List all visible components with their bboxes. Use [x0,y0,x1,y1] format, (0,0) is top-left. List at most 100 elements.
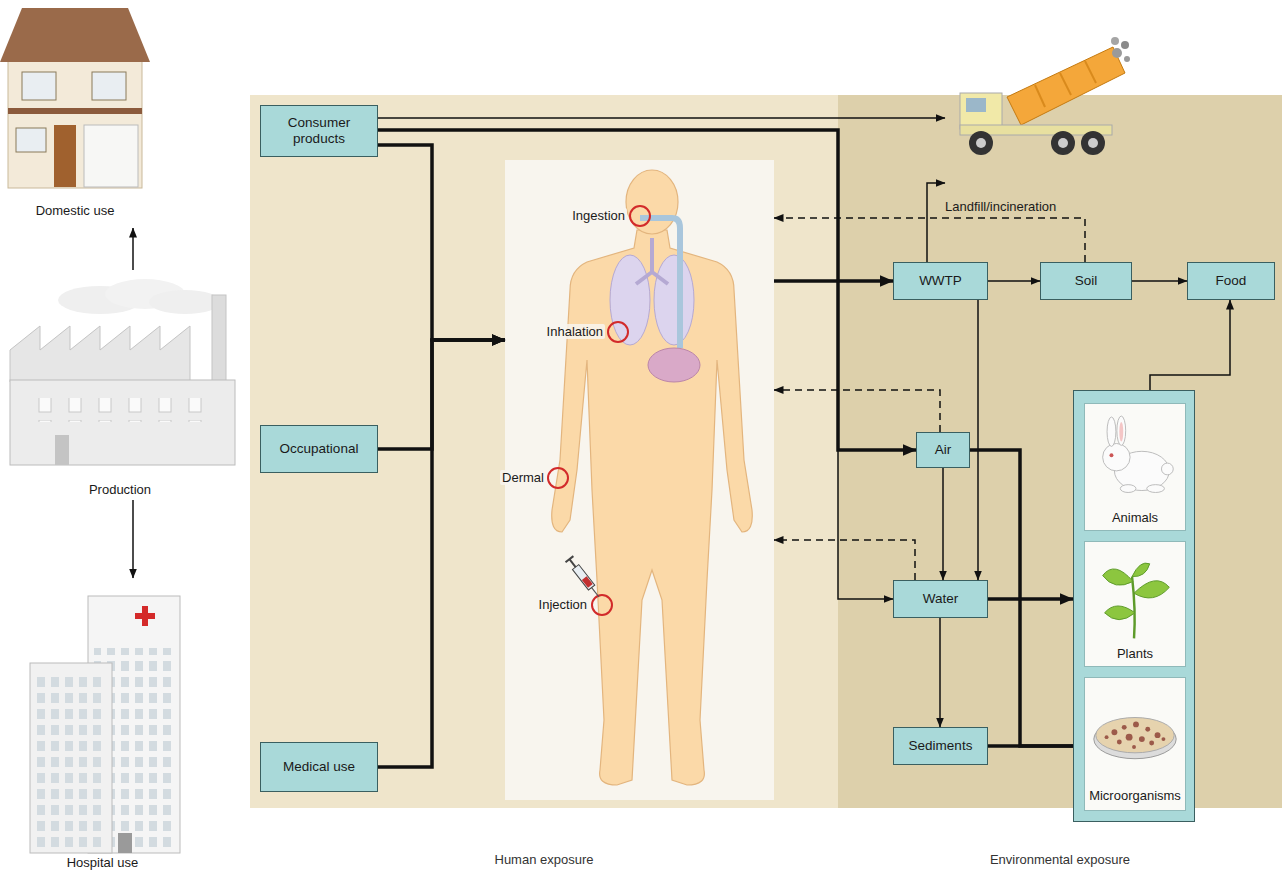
illustration-caption: Plants [1085,646,1185,661]
rabbit-illustration-part [1161,463,1173,475]
human-body-illustration-part [648,348,700,382]
petri-dish-illustration-part [1126,734,1133,741]
truck-illustration-part [1112,48,1122,58]
box-label: Soil [1041,273,1131,289]
human-body-illustration-part [630,206,650,226]
flow-arrow [942,468,944,580]
house-illustration-part [8,108,142,114]
plant-illustration-part [1105,606,1135,620]
box-label: Consumer products [261,115,377,146]
source-box: Occupational [260,425,378,473]
house-illustration-part [0,8,150,62]
petri-dish-illustration-part [1105,735,1109,739]
human-exposure-band: Consumer productsOccupationalMedical use… [250,95,838,808]
petri-dish-illustration-part [1122,725,1127,730]
exposure-route-label: Inhalation [545,324,605,339]
region-caption: Environmental exposure [838,852,1282,867]
landfill-truck: Landfill/incineration [945,25,1130,220]
flow-arrow [927,183,945,262]
dashed-exposure-arrow [774,218,1085,262]
human-body-illustration-part [566,556,603,600]
human-body-illustration-part [592,588,599,597]
box-label: Medical use [261,759,377,775]
box-label: Occupational [261,441,377,457]
truck-illustration-part [1088,138,1098,148]
flow-arrow [378,130,893,599]
organism-panel: Animals [1084,403,1186,531]
flow-arrow [939,618,941,727]
house-illustration-part [8,58,142,188]
illustration-caption: Landfill/incineration [945,199,1130,214]
flow-arrow [132,500,134,578]
human-body-illustration-part [610,255,650,345]
truck-illustration-part [969,131,993,155]
truck-illustration-part [966,98,986,112]
human-body-illustration-part [626,170,678,234]
rabbit-illustration-part [1103,443,1130,470]
rabbit-illustration-part [1147,485,1165,493]
box-label: Food [1188,273,1274,289]
factory-illustration-part [30,398,210,422]
flow-arrow [988,744,1073,748]
domestic-use-illustration: Domestic use [0,0,150,228]
flow-arrow [1150,300,1230,390]
flow-arrow [378,117,945,119]
illustration-caption: Domestic use [0,203,150,218]
human-body-illustration-part [569,559,575,567]
illustration-caption: Microorganisms [1085,788,1185,803]
compartment-box: Air [916,432,970,468]
human-body-illustration-part [654,255,694,345]
organisms-group: Animals Plants Microorganisms [1073,390,1195,822]
truck-illustration-part [960,93,1002,129]
rabbit-illustration-part [1119,422,1123,442]
truck-illustration-part [1060,73,1071,95]
petri-dish-illustration-part [1139,736,1145,742]
petri-dish-illustration-part [1117,740,1122,745]
exposure-route-label: Ingestion [570,208,627,223]
compartment-box: Food [1187,262,1275,300]
source-box: Consumer products [260,105,378,157]
box-label: Water [894,591,987,607]
truck-illustration-part [1007,47,1125,125]
house-illustration-part [22,72,56,100]
illustration-caption: Hospital use [20,855,185,870]
box-label: Sediments [894,738,987,754]
factory-illustration-part [149,290,221,314]
human-body-illustration-part [552,230,753,785]
house-illustration-part [84,125,138,187]
rabbit-illustration-part [1120,485,1136,493]
petri-dish-illustration-part [1145,727,1150,732]
truck-illustration-part [1121,41,1129,49]
human-body-illustration-part [636,238,668,284]
plant-illustration-part [1132,577,1135,639]
truck-illustration-part [1058,138,1068,148]
petri-dish-illustration-part [1155,732,1161,738]
flow-arrow [970,450,1073,746]
flow-arrow [988,280,1040,282]
truck-illustration-part [1051,131,1075,155]
house-illustration-part [54,125,76,187]
petri-dish-illustration-part [1132,745,1136,749]
compartment-box: Sediments [893,727,988,765]
rabbit-illustration-part [1107,417,1116,446]
petri-dish-illustration-part [1133,721,1139,727]
human-body-illustration-part [572,565,594,590]
petri-dish-illustration-part [1111,729,1117,735]
rabbit-illustration-part [1117,416,1126,445]
truck-illustration-part [1035,85,1045,107]
factory-illustration-part [55,435,69,465]
flow-arrow [378,145,505,340]
box-label: WWTP [894,273,987,289]
source-box: Medical use [260,742,378,792]
exposure-route-label: Injection [537,597,589,612]
factory-illustration-part [10,326,190,382]
human-body-illustration-part [548,468,568,488]
house-illustration-part [92,72,126,100]
organism-panel: Plants [1084,541,1186,667]
human-body-illustration-part [640,218,680,348]
flow-arrow [977,300,979,580]
compartment-box: Soil [1040,262,1132,300]
hospital-illustration: Hospital use [20,578,185,877]
